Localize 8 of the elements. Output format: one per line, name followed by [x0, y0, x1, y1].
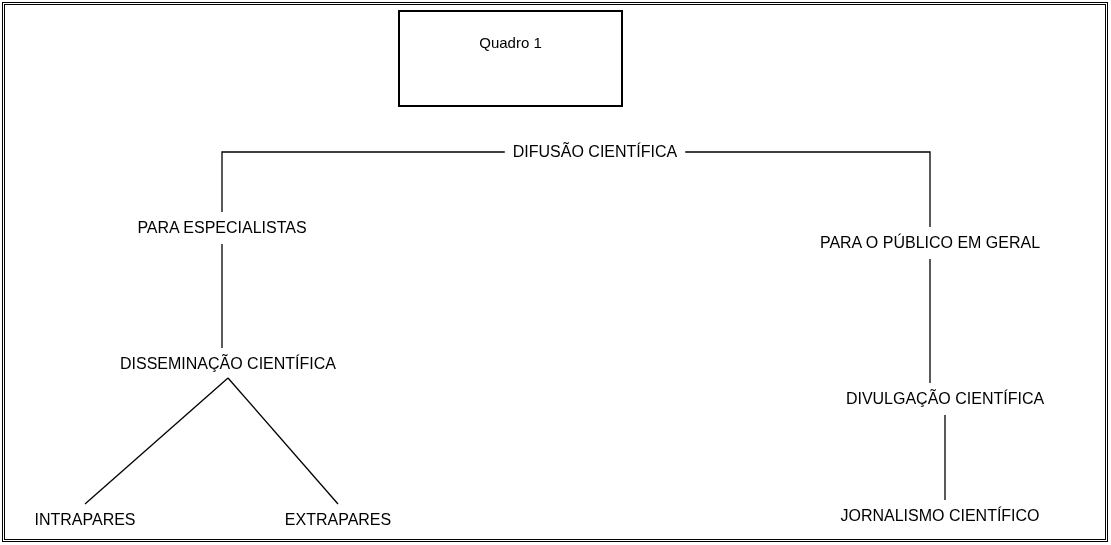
connector-line — [84, 377, 229, 505]
connector-line — [221, 151, 506, 213]
title-box: Quadro 1 — [398, 10, 623, 107]
connector-line — [944, 414, 946, 501]
connector-line — [684, 151, 931, 228]
connector-line — [929, 258, 931, 384]
connector-line — [227, 377, 339, 505]
connector-line — [221, 243, 223, 349]
